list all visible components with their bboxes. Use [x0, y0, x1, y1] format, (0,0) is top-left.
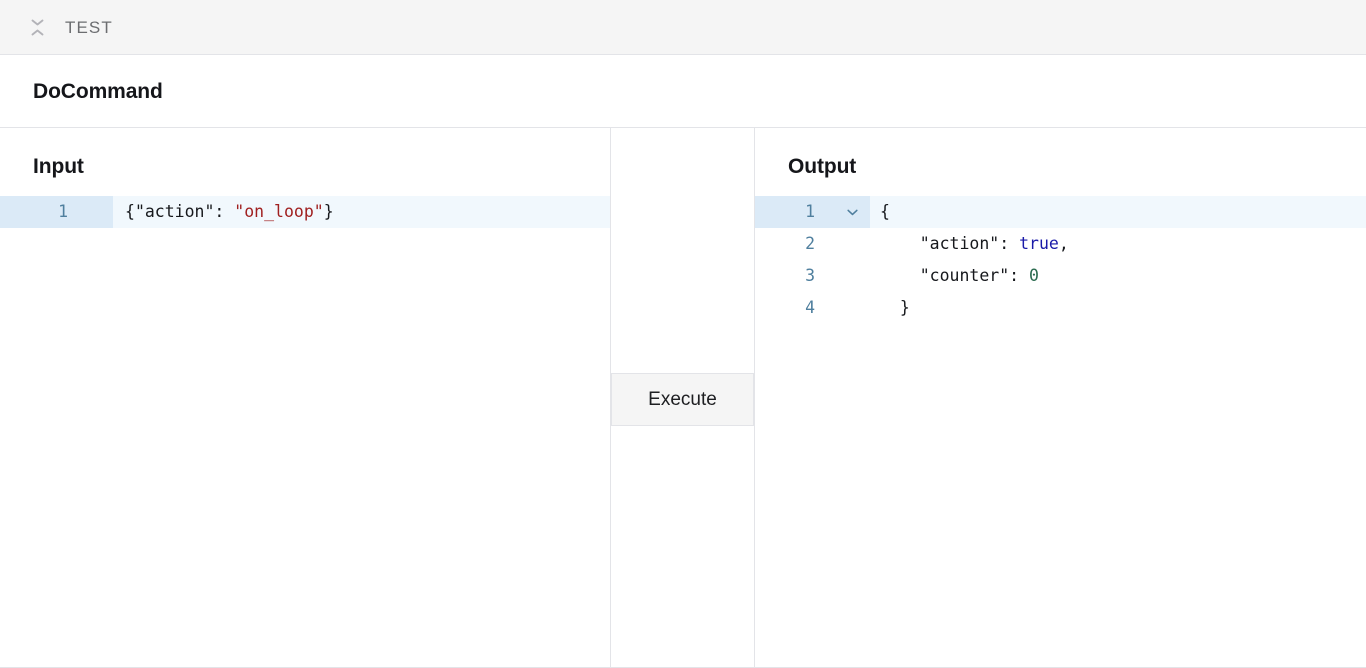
code-text: "counter": 0 [870, 260, 1366, 292]
code-line[interactable]: 4 } [755, 292, 1366, 324]
token-bool: true [1019, 234, 1059, 253]
token-str: "on_loop" [234, 202, 324, 221]
code-text: } [870, 292, 1366, 324]
token-punct: { [125, 202, 135, 221]
output-pane-title: Output [788, 155, 857, 178]
token-punct: } [899, 298, 910, 317]
code-text: "action": true, [870, 228, 1366, 260]
command-header: DoCommand [0, 55, 1366, 128]
token-punct: : [214, 202, 235, 221]
token-punct [880, 298, 900, 317]
input-pane: Input 1{"action": "on_loop"} [0, 128, 610, 667]
execute-pane: Execute [610, 128, 755, 667]
code-line[interactable]: 1{ [755, 196, 1366, 228]
token-punct [880, 266, 920, 285]
code-line[interactable]: 1{"action": "on_loop"} [0, 196, 610, 228]
collapse-chevrons-icon[interactable] [26, 16, 48, 38]
command-title: DoCommand [33, 79, 163, 103]
code-text: {"action": "on_loop"} [113, 196, 610, 228]
line-number: 3 [805, 266, 815, 285]
code-text: { [870, 196, 1366, 228]
input-code-editor[interactable]: 1{"action": "on_loop"} [0, 196, 610, 667]
token-punct [880, 234, 920, 253]
panel-body: Input 1{"action": "on_loop"} Execute Out… [0, 128, 1366, 668]
topbar-title: TEST [65, 17, 113, 37]
output-pane: Output 1{2 "action": true,3 "counter": 0… [755, 128, 1366, 667]
token-punct: } [323, 202, 334, 221]
token-key: "action" [919, 234, 1000, 253]
token-punct: : [999, 234, 1020, 253]
line-number: 1 [0, 196, 113, 228]
execute-button[interactable]: Execute [611, 373, 754, 426]
token-key: "counter" [919, 266, 1010, 285]
input-pane-title: Input [33, 155, 84, 178]
execute-button-wrapper: Execute [611, 373, 754, 426]
code-line[interactable]: 2 "action": true, [755, 228, 1366, 260]
token-punct: : [1009, 266, 1030, 285]
chevron-down-icon[interactable] [844, 196, 860, 228]
token-key: "action" [134, 202, 215, 221]
topbar: TEST [0, 0, 1366, 55]
line-number: 1 [755, 196, 870, 228]
token-num: 0 [1029, 266, 1039, 285]
line-number: 2 [805, 234, 815, 253]
line-number: 4 [805, 298, 815, 317]
token-punct: { [880, 202, 890, 221]
code-line[interactable]: 3 "counter": 0 [755, 260, 1366, 292]
token-punct: , [1058, 234, 1069, 253]
